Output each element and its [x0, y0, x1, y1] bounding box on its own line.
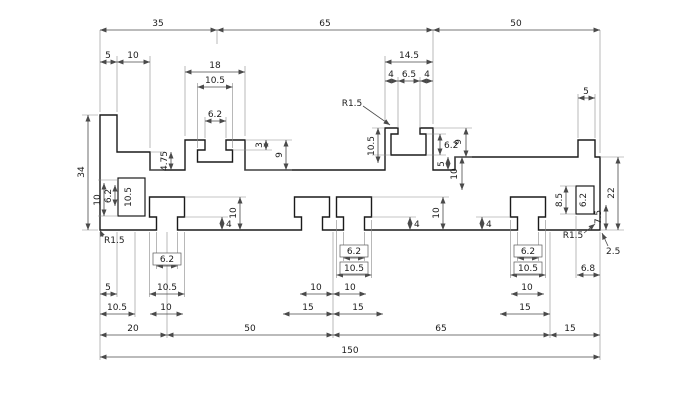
dim-label-right-25: 2.5: [606, 247, 620, 257]
dim-label-height-22: 22: [607, 187, 617, 198]
dim-label-top-65: 65: [319, 19, 330, 29]
dim-label-fillet-br: R1.5: [563, 231, 584, 241]
dim-label-slotM-4: 4: [414, 220, 420, 230]
dim-label-slotL-4: 4: [226, 220, 232, 230]
extension-line-set: [82, 30, 624, 360]
dim-label-bL-62: 6.2: [160, 255, 174, 265]
dim-label-seg-15: 15: [564, 324, 575, 334]
dim-label-tabB-4b: 4: [424, 70, 430, 80]
dim-label-bL-5: 5: [105, 283, 111, 293]
dim-label-seg-20: 20: [127, 324, 139, 334]
dim-label-tabB-62v: 6.2: [444, 141, 458, 151]
frame-bL-62: [152, 252, 182, 266]
dim-label-left-10: 10: [127, 51, 139, 61]
frame-bR-105: [513, 261, 543, 275]
dim-label-tabB-10v: 10: [450, 168, 460, 180]
dim-label-height-34: 34: [77, 166, 87, 178]
dim-label-bR-68: 6.8: [581, 264, 596, 274]
dim-label-bM-10a: 10: [310, 283, 322, 293]
dim-label-bR-62: 6.2: [521, 247, 535, 257]
dim-label-bL-105: 10.5: [157, 283, 177, 293]
dimension-labels: 35 65 50 5 10 18 14.5 10.5 4 6.5 4 R1.5 …: [77, 19, 620, 356]
dim-label-bR-105: 10.5: [518, 264, 538, 274]
dimension-lines: [85, 27, 621, 360]
dim-label-bM-62: 6.2: [347, 247, 361, 257]
frame-bM-105: [339, 261, 369, 275]
dim-label-tabB-9v: 9: [454, 139, 464, 145]
dim-label-right-void62: 6.2: [579, 193, 589, 207]
dim-label-tabA-105: 10.5: [205, 76, 225, 86]
dim-label-right-tab5: 5: [583, 87, 589, 97]
dim-label-bM-15b: 15: [352, 303, 363, 313]
dim-label-bM-15a: 15: [302, 303, 313, 313]
profile-geometry: [99, 114, 601, 231]
right-cavity: [575, 185, 595, 215]
dim-label-top-50: 50: [510, 19, 522, 29]
dim-label-total-150: 150: [341, 346, 358, 356]
left-cavity: [117, 177, 146, 217]
dim-label-tabB-65: 6.5: [402, 70, 416, 80]
profile-outline: [99, 114, 601, 231]
dim-label-seg-65: 65: [435, 324, 446, 334]
dim-label-bM-105: 10.5: [344, 264, 364, 274]
dim-label-left-5: 5: [105, 51, 111, 61]
dim-label-left-62v: 6.2: [104, 189, 114, 203]
dim-label-slotM-10: 10: [432, 207, 442, 219]
dim-label-bL-105b: 10.5: [107, 303, 127, 313]
dim-label-lip3: 3: [255, 142, 265, 148]
dim-label-tabA-62: 6.2: [208, 110, 222, 120]
leader-fillet-bottom-right: [583, 223, 596, 234]
leader-right-25: [601, 232, 609, 247]
dim-label-bL-10: 10: [160, 303, 172, 313]
dim-label-slotR-4: 4: [486, 220, 492, 230]
dim-label-fillet-bl: R1.5: [104, 236, 125, 246]
frame-bM-62: [339, 244, 369, 258]
dim-label-tabA-18: 18: [209, 61, 221, 71]
dim-label-tabB-105v: 10.5: [367, 136, 377, 156]
dim-label-bM-10b: 10: [344, 283, 356, 293]
frame-bR-62: [513, 244, 543, 258]
dim-label-bR-10: 10: [521, 283, 533, 293]
dim-label-right-75: 7.5: [594, 210, 604, 224]
dim-label-seg-50: 50: [244, 324, 256, 334]
dim-label-slotL-10: 10: [229, 207, 239, 219]
dim-label-bR-15: 15: [519, 303, 530, 313]
leader-fillet-top: [362, 105, 391, 126]
dim-label-right-85: 8.5: [555, 193, 565, 207]
dim-label-left-10v: 10: [93, 194, 103, 206]
dim-label-tab9: 9: [275, 152, 285, 158]
dim-label-step5: 5: [437, 161, 447, 167]
dim-label-tabB-145: 14.5: [399, 51, 419, 61]
leader-fillet-bottom-left: [99, 229, 105, 238]
dim-label-fillet-top: R1.5: [342, 99, 363, 109]
dim-label-left-void105: 10.5: [124, 187, 134, 207]
label-frames: [152, 244, 543, 275]
dim-label-tabB-4a: 4: [388, 70, 394, 80]
extension-lines: [82, 30, 624, 360]
dim-label-top-35: 35: [152, 19, 163, 29]
dim-label-475: 4.75: [160, 151, 170, 171]
